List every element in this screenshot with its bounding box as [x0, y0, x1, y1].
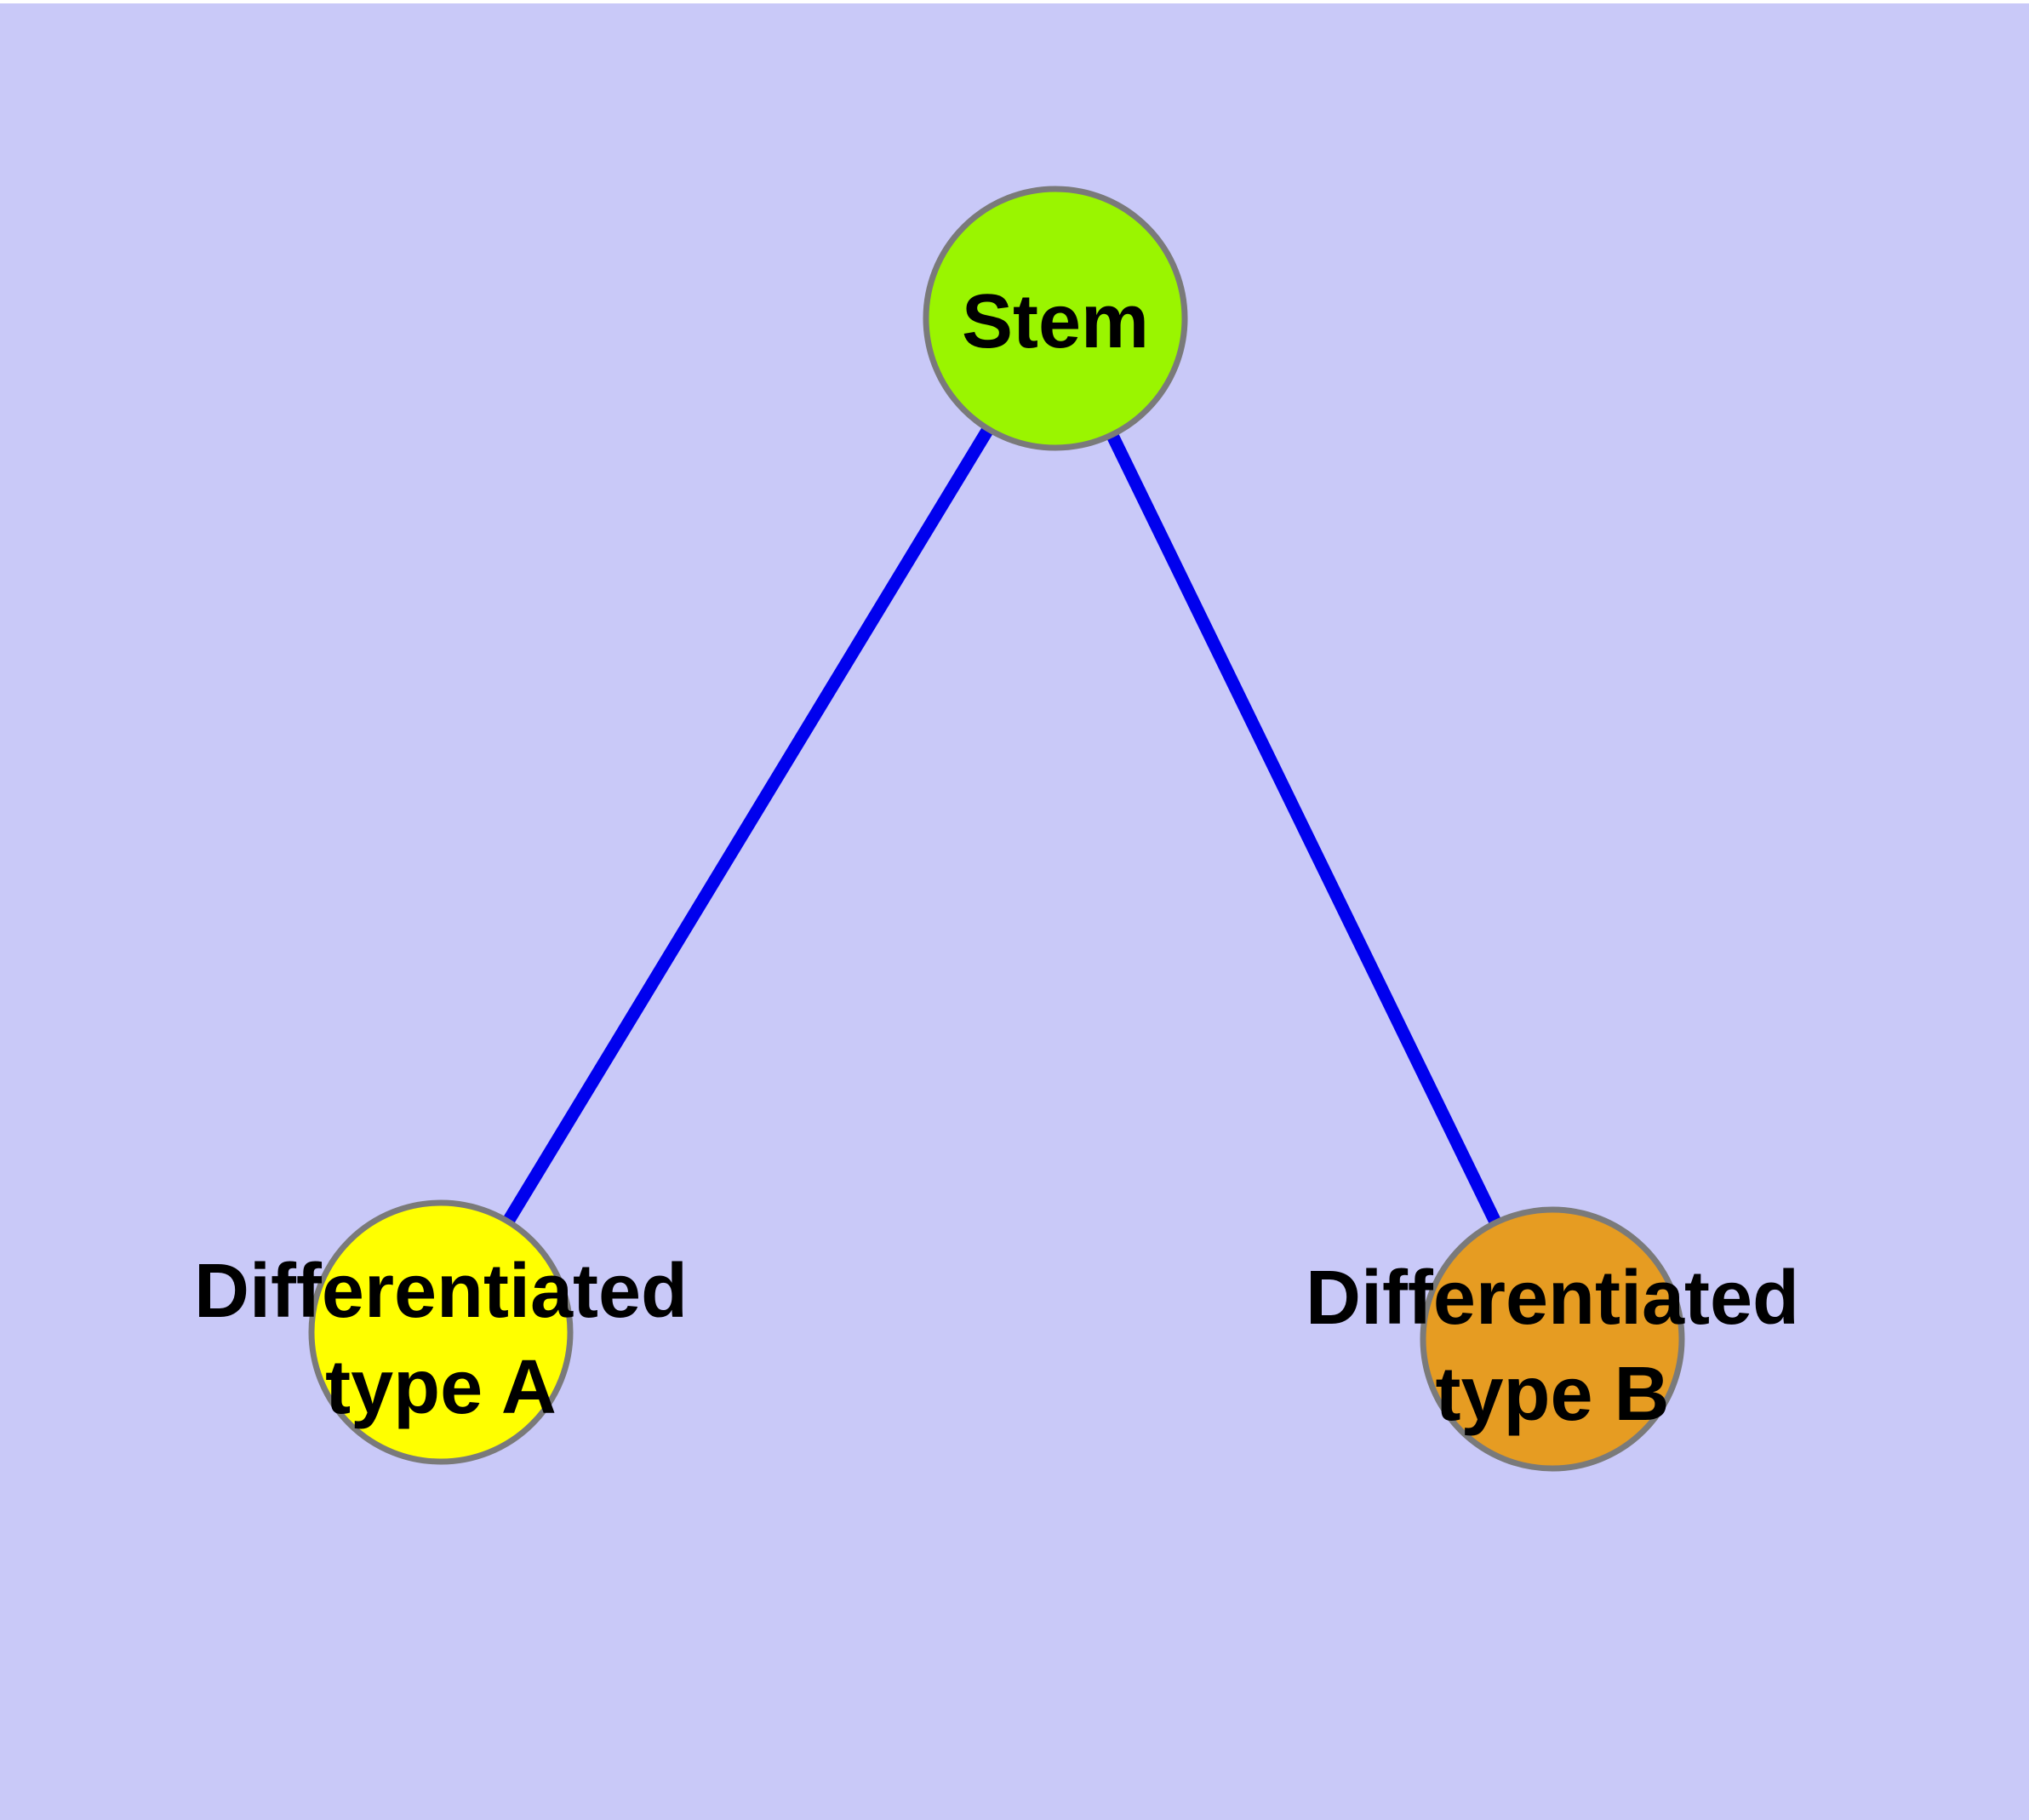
node-type-a-circle	[308, 1199, 574, 1465]
node-type-b-label-line2: type B	[1435, 1352, 1669, 1437]
node-stem-label: Stem	[962, 279, 1149, 364]
node-type-b-label-line1: Differentiated	[1306, 1256, 1799, 1341]
node-type-a-label-line1: Differentiated	[194, 1249, 688, 1334]
node-type-a-label-line2: type A	[325, 1345, 557, 1430]
node-differentiated-type-a: Differentiated type A	[194, 1199, 688, 1465]
edge-stem-to-type-b	[1049, 315, 1558, 1342]
node-stem-circle	[923, 186, 1188, 451]
node-type-b-circle	[1420, 1206, 1685, 1472]
edges-layer	[435, 315, 1558, 1342]
node-differentiated-type-b: Differentiated type B	[1306, 1206, 1799, 1472]
edge-stem-to-type-a	[435, 315, 1061, 1336]
top-edge-strip	[0, 0, 2029, 3]
node-stem: Stem	[923, 186, 1188, 451]
